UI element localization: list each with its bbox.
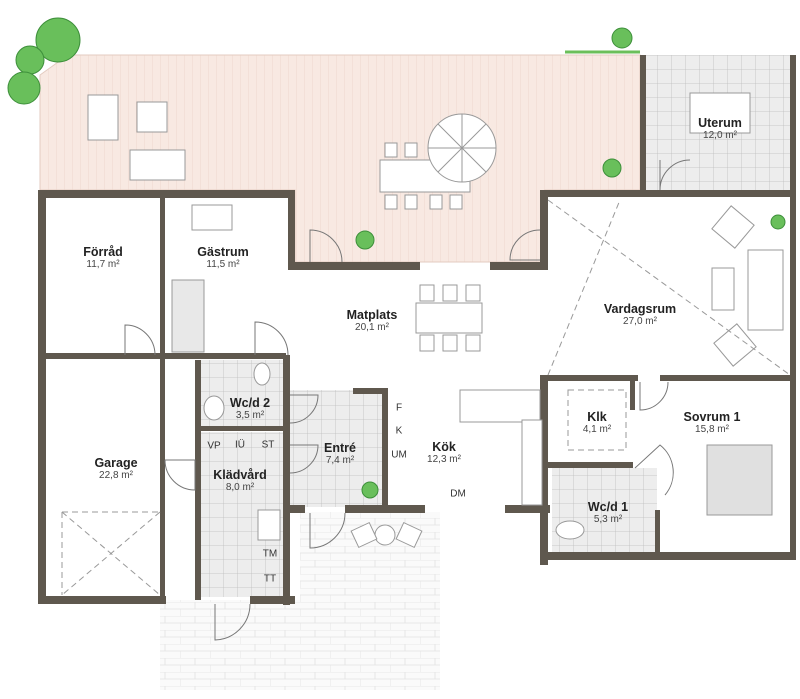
furniture xyxy=(87,92,784,549)
room-name: Wc/d 2 xyxy=(229,396,271,410)
entrance-paving xyxy=(160,512,440,690)
room-area: 11,5 m² xyxy=(206,259,240,271)
room-name: Garage xyxy=(94,456,138,470)
room-area: 22,8 m² xyxy=(99,470,133,482)
room-name: Matplats xyxy=(346,308,398,322)
room-area: 12,3 m² xyxy=(427,454,461,466)
room-name: Klk xyxy=(587,410,607,424)
room-name: Sovrum 1 xyxy=(683,410,741,424)
fixture-dryer: TT xyxy=(263,573,277,585)
room-name: Uterum xyxy=(698,116,742,130)
room-name: Kök xyxy=(432,440,456,454)
room-area: 27,0 m² xyxy=(623,316,657,328)
walls xyxy=(38,55,796,605)
room-area: 12,0 m² xyxy=(703,130,737,142)
room-area: 3,5 m² xyxy=(235,410,265,422)
room-name: Gästrum xyxy=(197,245,249,259)
room-name: Förråd xyxy=(83,245,123,259)
room-area: 7,4 m² xyxy=(325,455,355,467)
room-name: Entré xyxy=(324,441,356,455)
fixture-freezer: K xyxy=(395,425,403,437)
fixture-microwave: UM xyxy=(391,449,407,461)
room-name: Klädvård xyxy=(213,468,267,482)
doors xyxy=(124,159,691,641)
fixture-fridge: F xyxy=(395,402,403,414)
dashed-lines xyxy=(61,199,791,596)
room-area: 8,0 m² xyxy=(225,482,255,494)
room-name: Vardagsrum xyxy=(603,302,677,316)
room-name: Wc/d 1 xyxy=(587,500,629,514)
fixture-iu: IÜ xyxy=(235,439,245,451)
room-area: 15,8 m² xyxy=(695,424,729,436)
room-area: 11,7 m² xyxy=(86,259,120,271)
room-area: 5,3 m² xyxy=(593,514,623,526)
fixture-st: ST xyxy=(261,439,275,451)
room-area: 4,1 m² xyxy=(582,424,612,436)
fixture-vp: VP xyxy=(207,440,221,452)
trees xyxy=(7,17,786,499)
fixture-washer: TM xyxy=(262,548,278,560)
room-area: 20,1 m² xyxy=(355,322,389,334)
fixture-dishwasher: DM xyxy=(450,488,466,500)
